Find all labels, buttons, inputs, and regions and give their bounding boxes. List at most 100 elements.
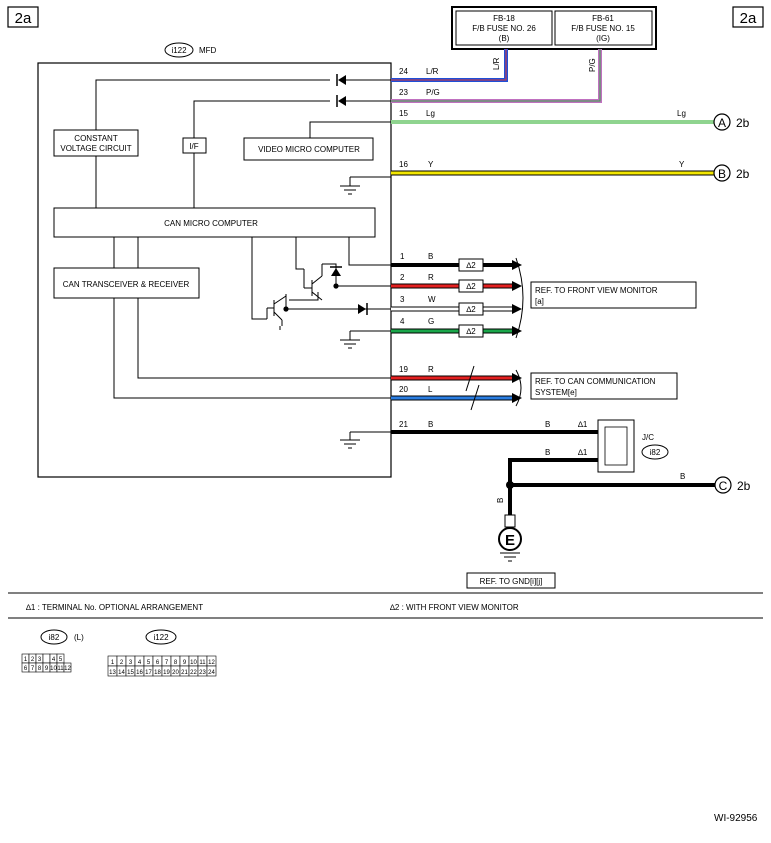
i122-cell-label: 24 bbox=[208, 670, 215, 676]
transistor-2 bbox=[266, 295, 287, 326]
i122-cell-label: 2 bbox=[120, 660, 124, 666]
video-micro-computer-block bbox=[243, 137, 374, 161]
drawing-id: WI-92956 bbox=[714, 813, 758, 824]
pin-4: 4 bbox=[400, 317, 405, 326]
cvc-label-2: VOLTAGE CIRCUIT bbox=[60, 144, 131, 153]
ref-can-line2: SYSTEM[e] bbox=[535, 388, 577, 397]
pin-24: 24 bbox=[399, 67, 408, 76]
video-label: VIDEO MICRO COMPUTER bbox=[258, 145, 360, 154]
transistor-1 bbox=[303, 264, 323, 301]
i122-cell-label: 9 bbox=[183, 660, 187, 666]
splice-point bbox=[506, 481, 514, 489]
jc-connector: i82 bbox=[650, 448, 661, 457]
i122-cell-label: 4 bbox=[138, 660, 142, 666]
i82-cell-label: 11 bbox=[57, 666, 64, 672]
if-block bbox=[182, 137, 207, 154]
i122-name: i122 bbox=[153, 633, 169, 642]
page-tag-left-text: 2a bbox=[15, 10, 32, 27]
jc-in2-color: B bbox=[545, 448, 550, 457]
star2-markers: ∆2 ∆2 ∆2 ∆2 bbox=[458, 258, 484, 338]
i82-cell-label: 7 bbox=[31, 666, 35, 672]
i82-cell-label: 12 bbox=[64, 666, 71, 672]
pin-19: 19 bbox=[399, 365, 408, 374]
jc-label: J/C bbox=[642, 433, 654, 442]
i122-cell-label: 14 bbox=[118, 670, 125, 676]
pin-1-color: B bbox=[428, 252, 433, 261]
connector-c: C 2b bbox=[714, 476, 751, 494]
pin-21: 21 bbox=[399, 420, 408, 429]
footnote-2: ∆2 : WITH FRONT VIEW MONITOR bbox=[390, 603, 519, 612]
mfd-connector-label: i122 bbox=[171, 46, 187, 55]
ground-e: E REF. TO GND[i][j] bbox=[466, 514, 556, 589]
pin-20: 20 bbox=[399, 385, 408, 394]
wire-pg-vertical-label: P/G bbox=[588, 58, 597, 72]
pin-4-color: G bbox=[428, 317, 434, 326]
jc-star1-a: ∆1 bbox=[578, 420, 588, 429]
i122-cell-label: 6 bbox=[156, 660, 160, 666]
page-tag-right-text: 2a bbox=[740, 10, 757, 27]
i82-cell-label: 9 bbox=[45, 666, 49, 672]
jc-star1-b: ∆1 bbox=[578, 448, 588, 457]
i122-cell-label: 3 bbox=[129, 660, 133, 666]
connector-c-letter: C bbox=[719, 479, 728, 493]
pin-3-color: W bbox=[428, 295, 436, 304]
pin-15: 15 bbox=[399, 109, 408, 118]
i82-cell bbox=[63, 662, 72, 673]
gnd-drop-color: B bbox=[496, 498, 505, 503]
i82-cell-label: 2 bbox=[31, 657, 35, 663]
page-tag-right: 2a bbox=[732, 6, 764, 28]
i82-cell-label: 3 bbox=[38, 657, 42, 663]
i82-cell bbox=[42, 653, 51, 664]
mfd-name: MFD bbox=[199, 46, 217, 55]
brace-front-view bbox=[515, 257, 524, 339]
cvc-label-1: CONSTANT bbox=[74, 134, 118, 143]
ref-front-view-line2: [a] bbox=[535, 297, 544, 306]
i122-cell-label: 19 bbox=[163, 670, 170, 676]
i82-cell-label: 1 bbox=[24, 657, 28, 663]
wire-lr-vertical-label: L/R bbox=[492, 57, 501, 70]
i122-cell-label: 10 bbox=[190, 660, 197, 666]
connector-a-letter: A bbox=[718, 116, 726, 130]
jc-out-color: B bbox=[680, 472, 685, 481]
fuse-2-name: F/B FUSE NO. 15 bbox=[571, 24, 635, 33]
star2-pin3: ∆2 bbox=[466, 305, 476, 314]
i82-cell-label: 6 bbox=[24, 666, 28, 672]
i122-cell-label: 12 bbox=[208, 660, 215, 666]
gnd-ref-label: REF. TO GND[i][j] bbox=[480, 577, 543, 586]
ref-can-box: REF. TO CAN COMMUNICATION SYSTEM[e] bbox=[530, 372, 678, 400]
pin-15-color: Lg bbox=[426, 109, 435, 118]
i122-cell-label: 18 bbox=[154, 670, 161, 676]
diode-23 bbox=[336, 95, 391, 107]
pin-16: 16 bbox=[399, 160, 408, 169]
ref-front-view-box: REF. TO FRONT VIEW MONITOR [a] bbox=[530, 281, 697, 309]
pin-2: 2 bbox=[400, 273, 405, 282]
fuse-2-id: FB-61 bbox=[592, 14, 614, 23]
ground-symbol-2 bbox=[340, 339, 360, 349]
connector-a: A 2b bbox=[713, 113, 750, 131]
fuse-1-name: F/B FUSE NO. 26 bbox=[472, 24, 536, 33]
i82-cell-label: 10 bbox=[50, 666, 57, 672]
star2-pin2: ∆2 bbox=[466, 282, 476, 291]
pin-2-color: R bbox=[428, 273, 434, 282]
pin-20-color: L bbox=[428, 385, 433, 394]
i122-cell-label: 17 bbox=[145, 670, 152, 676]
diode-24 bbox=[336, 74, 391, 86]
fuse-1-sub: (B) bbox=[499, 34, 510, 43]
jc-in1-color: B bbox=[545, 420, 550, 429]
can-micro-label: CAN MICRO COMPUTER bbox=[164, 219, 258, 228]
mfd-unit: i122 MFD bbox=[37, 42, 392, 478]
joint-connector: J/C i82 bbox=[597, 419, 669, 473]
fuse-box: FB-18 F/B FUSE NO. 26 (B) FB-61 F/B FUSE… bbox=[451, 6, 657, 50]
connector-b-letter: B bbox=[718, 167, 726, 181]
i122-cell-label: 13 bbox=[109, 670, 116, 676]
star2-pin1: ∆2 bbox=[466, 261, 476, 270]
fuse-2-sub: (IG) bbox=[596, 34, 610, 43]
pin-23-color: P/G bbox=[426, 88, 440, 97]
pin-3: 3 bbox=[400, 295, 405, 304]
i122-cell-label: 21 bbox=[181, 670, 188, 676]
